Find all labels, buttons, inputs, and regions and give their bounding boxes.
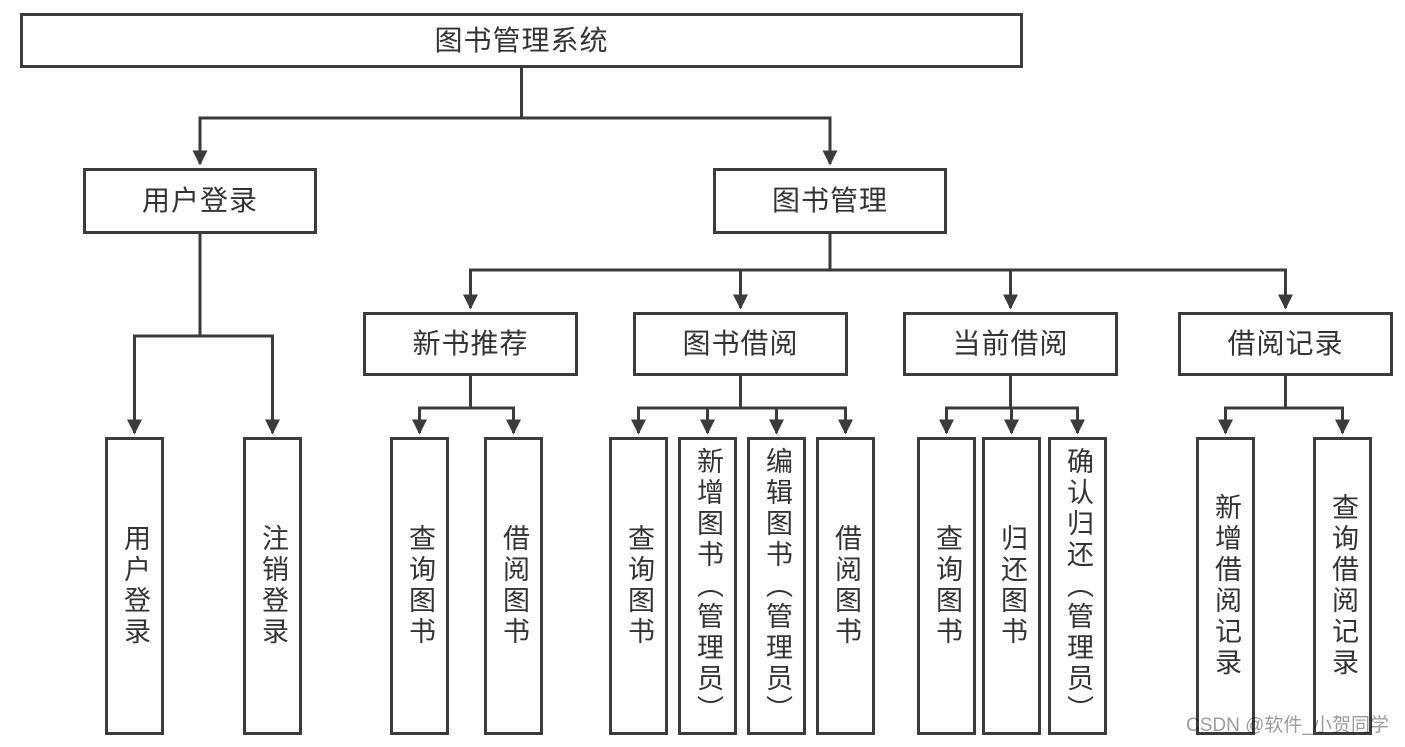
node-book-management: 图书管理 [713,168,947,234]
leaf-add-book-admin: 新增图书（管理员） [678,437,737,735]
leaf-user-login: 用户登录 [105,437,164,735]
node-user-login: 用户登录 [83,168,317,234]
leaf-borrow-books-recommend: 借阅图书 [484,437,543,735]
leaf-query-books-recommend: 查询图书 [390,437,449,735]
leaf-borrow-books-borrow: 借阅图书 [816,437,875,735]
node-new-book-recommend: 新书推荐 [363,312,578,376]
leaf-add-borrow-record: 新增借阅记录 [1196,437,1255,735]
leaf-edit-book-admin: 编辑图书（管理员） [747,437,806,735]
node-current-borrowing: 当前借阅 [903,312,1118,376]
watermark: CSDN @软件_小贺同学 [1186,715,1389,736]
leaf-query-books-current: 查询图书 [917,437,976,735]
leaf-return-book: 归还图书 [982,437,1041,735]
node-library-system: 图书管理系统 [20,13,1023,68]
leaf-logout: 注销登录 [243,437,302,735]
node-book-borrowing: 图书借阅 [633,312,848,376]
leaf-query-borrow-record: 查询借阅记录 [1313,437,1372,735]
node-borrow-records: 借阅记录 [1178,312,1393,376]
leaf-query-books-borrow: 查询图书 [609,437,668,735]
leaf-confirm-return-admin: 确认归还（管理员） [1048,437,1107,735]
